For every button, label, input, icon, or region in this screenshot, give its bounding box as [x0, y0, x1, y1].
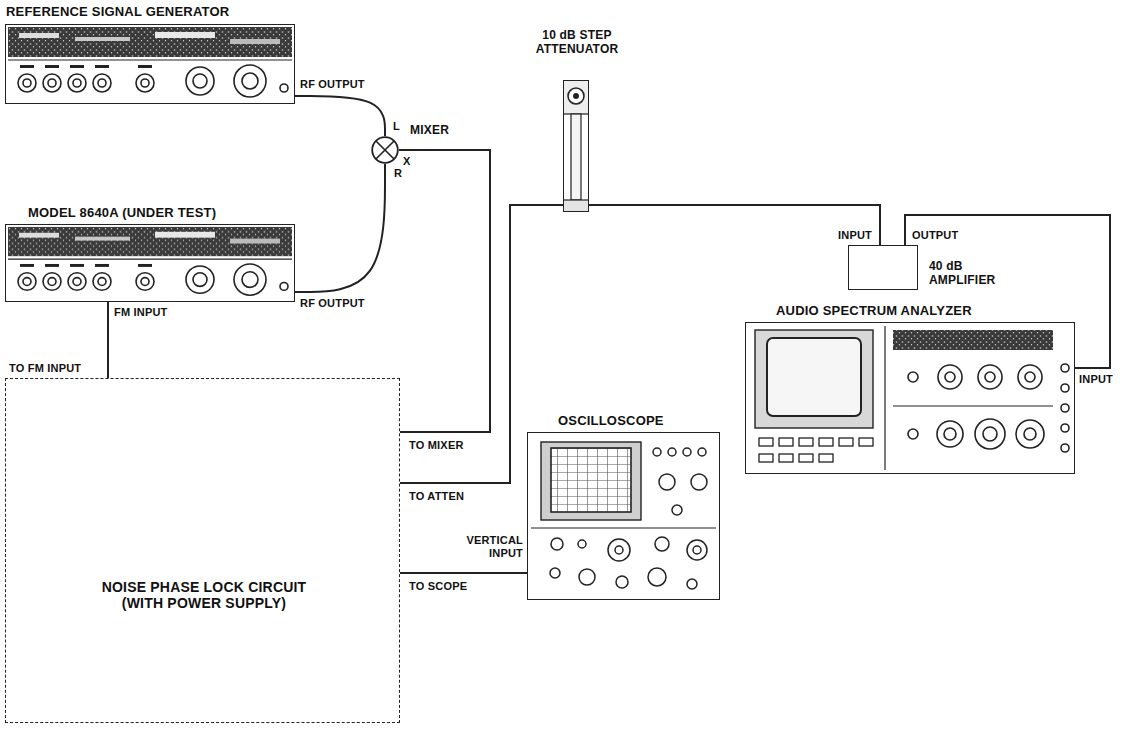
signal-generator: REFERENCE SIGNAL GENERATOR: [5, 24, 295, 104]
port-label: FM INPUT: [114, 306, 168, 319]
port-label: OUTPUT: [912, 229, 958, 242]
cable: [107, 302, 109, 378]
cable: [295, 164, 385, 292]
port-label: VERTICAL INPUT: [465, 534, 523, 559]
instrument-heading: AUDIO SPECTRUM ANALYZER: [776, 304, 972, 319]
terminal-letter: L: [393, 120, 400, 133]
terminal-letter: R: [394, 167, 402, 180]
cable: [399, 150, 490, 432]
signal-generator-art: [8, 227, 292, 295]
port-label: TO FM INPUT: [9, 362, 81, 375]
instrument-heading: 40 dB AMPLIFIER: [929, 260, 1009, 288]
circuit-title: NOISE PHASE LOCK CIRCUIT (WITH POWER SUP…: [94, 579, 314, 611]
cable: [589, 205, 880, 245]
cable: [905, 215, 1110, 368]
mixer-outline: [371, 136, 399, 164]
port-label: TO ATTEN: [409, 490, 464, 503]
cable: [295, 96, 385, 136]
cable: [400, 572, 527, 574]
oscilloscope: OSCILLOSCOPE: [527, 432, 720, 600]
signal-generator-art: [8, 27, 292, 97]
port-label: INPUT: [838, 229, 872, 242]
spectrum-analyzer: AUDIO SPECTRUM ANALYZER: [745, 322, 1075, 474]
signal-generator: MODEL 8640A (UNDER TEST): [5, 224, 295, 302]
port-label: TO SCOPE: [409, 580, 467, 593]
port-label: RF OUTPUT: [300, 297, 365, 310]
circuit-box: TO FM INPUTNOISE PHASE LOCK CIRCUIT (WIT…: [5, 378, 400, 723]
mixer-symbol: MIXER: [371, 136, 399, 164]
instrument-heading: 10 dB STEP ATTENUATOR: [531, 29, 623, 57]
step-attenuator: 10 dB STEP ATTENUATOR: [563, 80, 589, 212]
oscilloscope-art: [531, 442, 716, 589]
mixer-heading: MIXER: [410, 124, 449, 138]
terminal-letter: X: [403, 155, 411, 168]
port-label: INPUT: [1079, 373, 1113, 386]
analyzer-art: [755, 326, 1069, 470]
attenuator-art: [563, 80, 589, 212]
amplifier-box: 40 dB AMPLIFIER: [848, 245, 918, 290]
port-label: RF OUTPUT: [300, 78, 365, 91]
cable: [400, 205, 563, 483]
port-label: TO MIXER: [409, 439, 464, 452]
instrument-heading: OSCILLOSCOPE: [558, 414, 664, 429]
instrument-heading: REFERENCE SIGNAL GENERATOR: [6, 5, 229, 20]
instrument-heading: MODEL 8640A (UNDER TEST): [28, 206, 216, 221]
